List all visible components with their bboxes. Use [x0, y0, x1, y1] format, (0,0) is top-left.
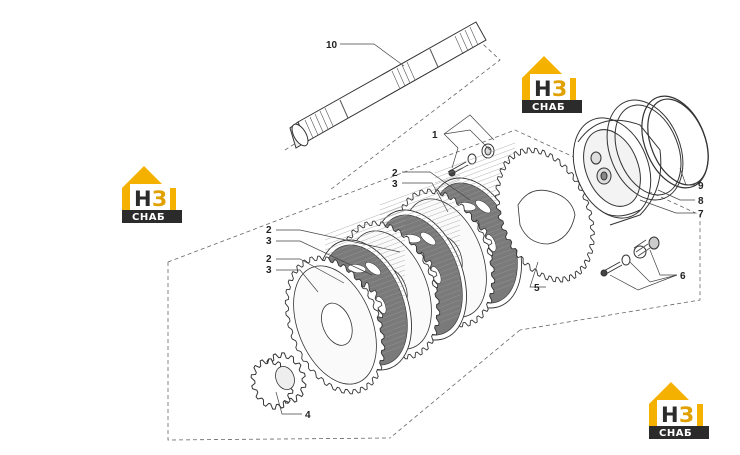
logo-h-letter: Н [134, 187, 152, 211]
logo-word: СНАБ [532, 102, 565, 113]
shaft-part-10 [289, 21, 487, 149]
steel-disc [284, 255, 386, 395]
assembly-dashed-frame [167, 31, 701, 441]
callout-4: 4 [305, 410, 311, 421]
plate-cutout [517, 189, 576, 245]
logo-mark: Н З СНАБ [649, 382, 709, 439]
callout-2-top: 2 [392, 168, 398, 179]
logo-e-letter: З [552, 77, 567, 101]
callout-1: 1 [432, 130, 438, 141]
logo-top-center: Н З СНАБ [520, 52, 582, 114]
callout-3-top: 3 [392, 179, 398, 190]
gear-bore [275, 365, 295, 391]
callout-9: 9 [698, 181, 704, 192]
piston-housing-part-7 [572, 117, 662, 226]
shaft-spline-right [454, 26, 479, 55]
callout-3-low: 3 [266, 265, 272, 276]
bolt-spring-part-6 [600, 236, 660, 277]
logo-bottom-right: Н З СНАБ [647, 378, 709, 440]
logo-h-letter: Н [661, 403, 679, 427]
logo-mark: Н З СНАБ [522, 56, 582, 113]
gear-part-4 [250, 352, 307, 410]
callout-8: 8 [698, 196, 704, 207]
callout-7: 7 [698, 209, 704, 220]
toothed-plate-part-5 [495, 147, 595, 283]
callout-2-low: 2 [266, 254, 272, 265]
logo-e-letter: З [152, 187, 167, 211]
logo-left: Н З СНАБ [120, 162, 182, 224]
logo-word: СНАБ [659, 428, 692, 439]
callout-leaders [275, 43, 695, 415]
shaft-spline-middle [391, 61, 416, 90]
o-ring-part-9 [641, 95, 709, 189]
shaft-spline-left [304, 107, 334, 139]
callout-3-mid: 3 [266, 236, 272, 247]
logo-h-letter: Н [534, 77, 552, 101]
bolt-washer-part-1 [447, 143, 495, 177]
callout-10: 10 [326, 40, 338, 51]
logo-e-letter: З [679, 403, 694, 427]
callout-6: 6 [680, 271, 686, 282]
clutch-disc-stack [284, 142, 522, 395]
callout-5: 5 [534, 283, 540, 294]
callout-labels: 10 1 2 3 2 3 2 3 4 5 6 7 8 9 [266, 40, 704, 421]
callout-2-mid: 2 [266, 225, 272, 236]
logo-word: СНАБ [132, 212, 165, 223]
logo-mark: Н З СНАБ [122, 166, 182, 223]
